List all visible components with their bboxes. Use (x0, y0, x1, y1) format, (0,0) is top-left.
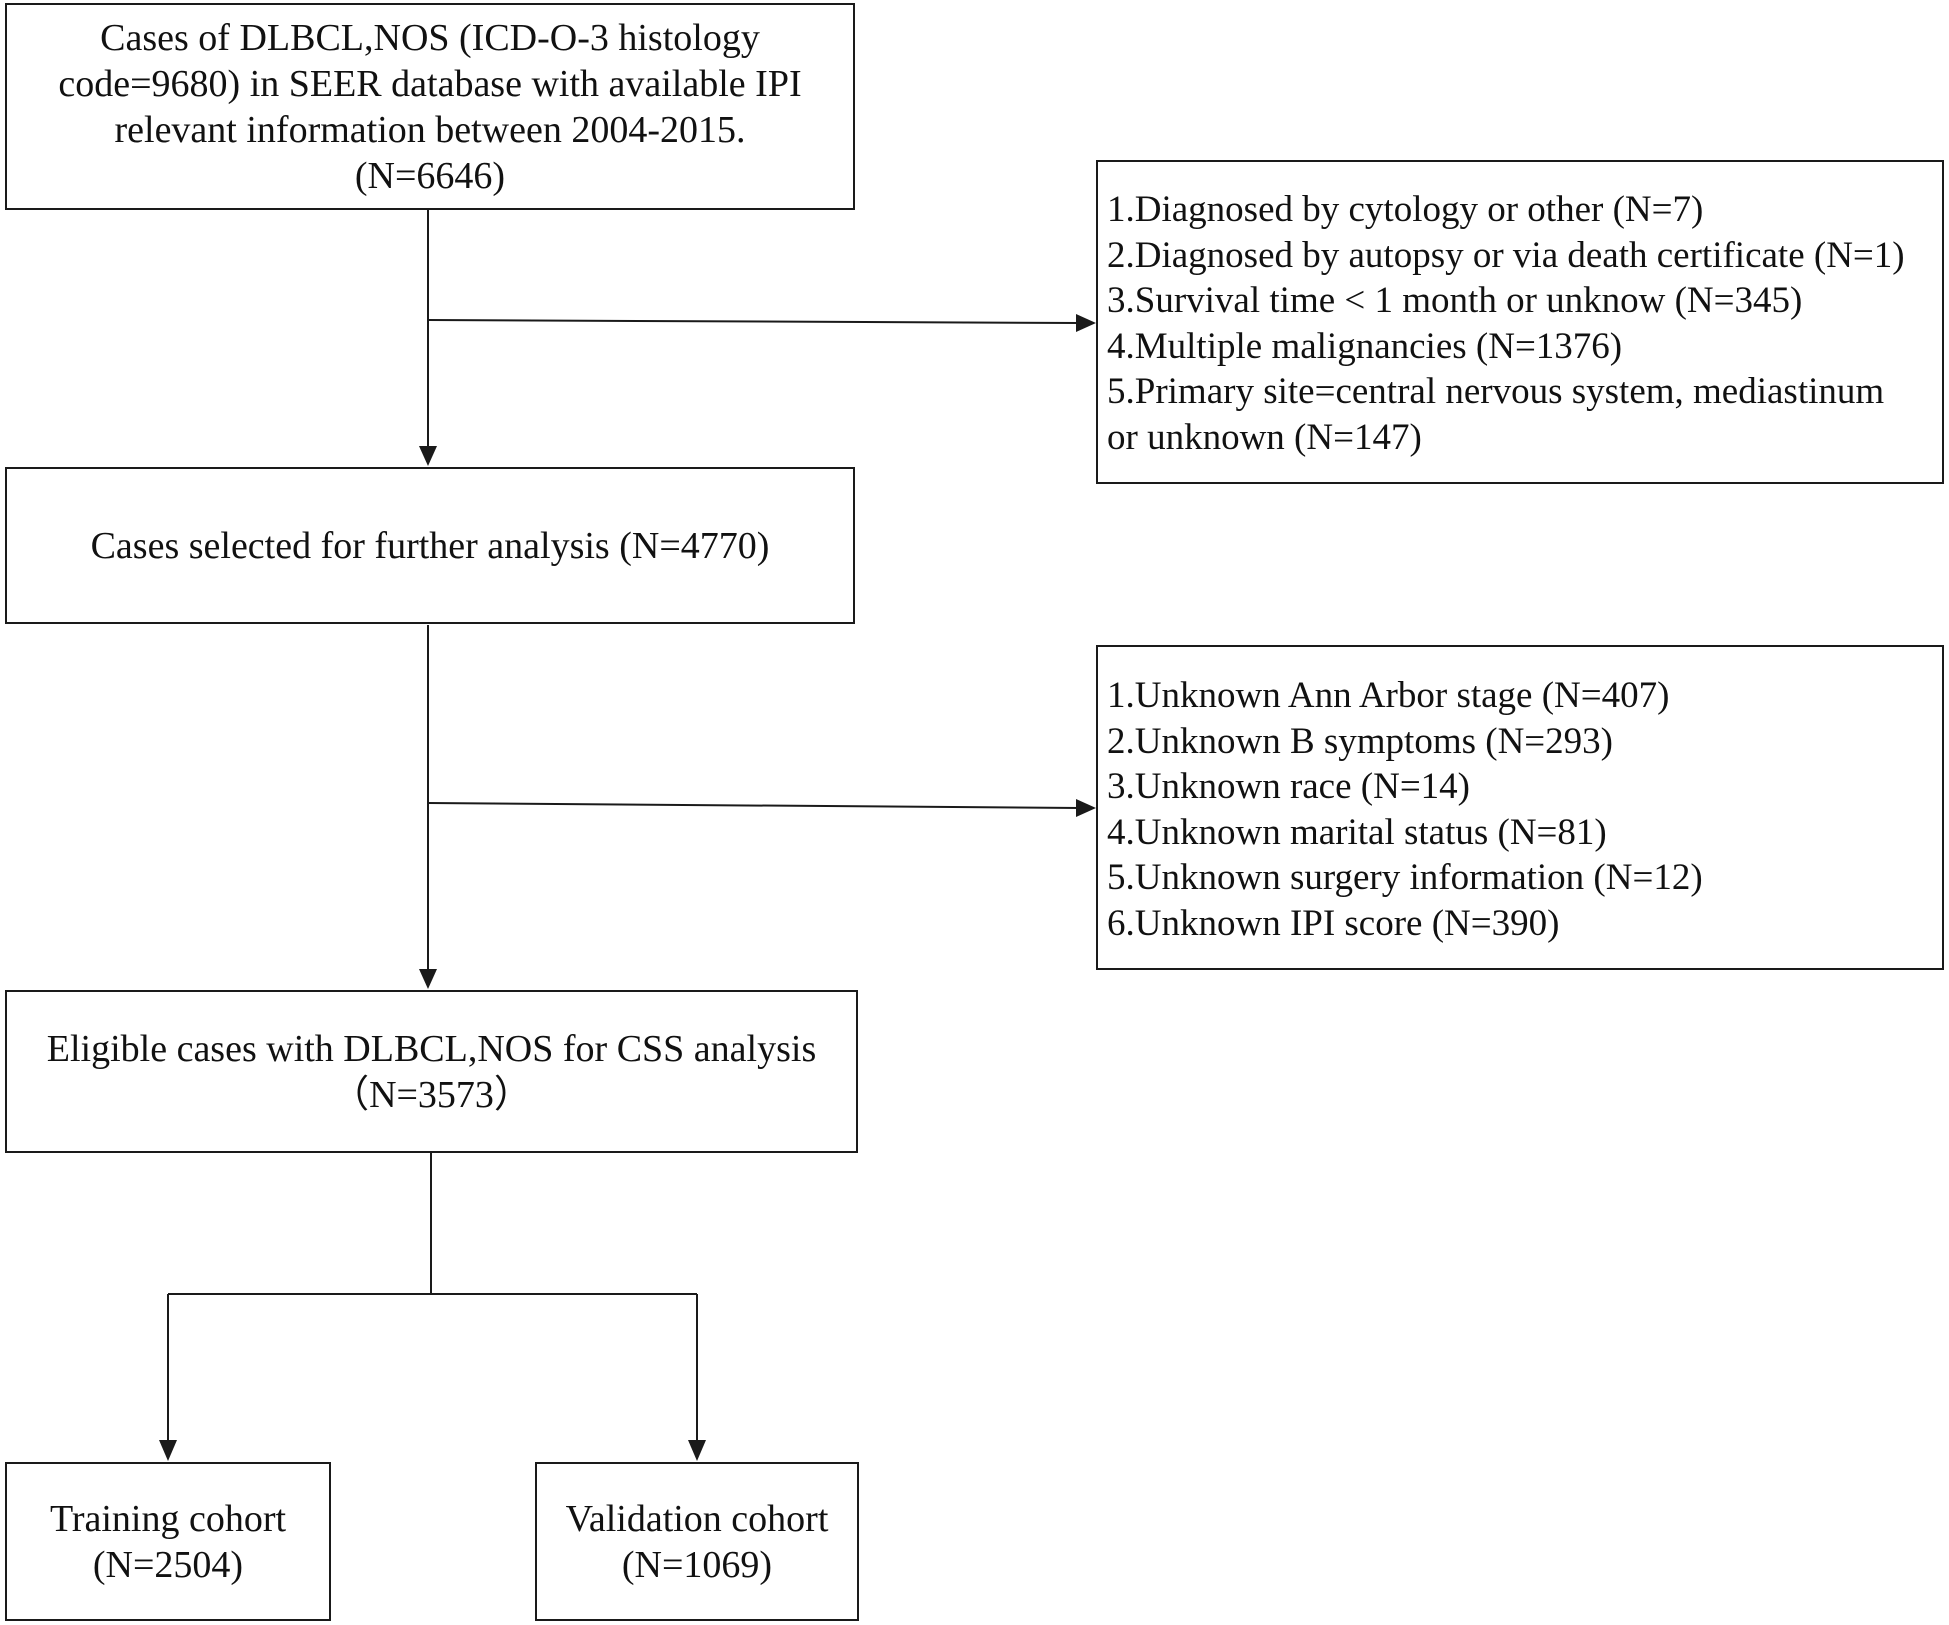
source-line-3: relevant information between 2004-2015. (114, 108, 746, 151)
arrowhead-validation (688, 1440, 706, 1461)
source-line-2: code=9680) in SEER database with availab… (58, 62, 802, 105)
arrowhead-exclusion-1 (1076, 314, 1096, 332)
eligible-line-2: （N=3573） (331, 1073, 532, 1116)
exclusion-1-item-2: 2.Diagnosed by autopsy or via death cert… (1107, 234, 1905, 276)
arrow-to-exclusion-2 (427, 802, 1081, 809)
exclusion-2-item-2: 2.Unknown B symptoms (N=293) (1107, 720, 1613, 762)
exclusion-2-item-3: 3.Unknown race (N=14) (1107, 766, 1471, 807)
arrow-to-exclusion-1 (427, 319, 1081, 324)
training-line-2: (N=2504) (92, 1543, 244, 1586)
eligible-cases-box: Eligible cases with DLBCL,NOS for CSS an… (5, 990, 858, 1153)
validation-line-1: Validation cohort (565, 1497, 829, 1540)
training-cohort-box: Training cohort (N=2504) (5, 1462, 331, 1621)
arrowhead-eligible (419, 969, 437, 989)
exclusion-1-item-1: 1.Diagnosed by cytology or other (N=7) (1107, 189, 1704, 230)
validation-line-2: (N=1069) (621, 1543, 773, 1586)
arrowhead-training (159, 1440, 177, 1461)
source-line-4: (N=6646) (354, 154, 506, 197)
exclusion-box-1: 1.Diagnosed by cytology or other (N=7) 2… (1096, 160, 1944, 484)
arrowhead-exclusion-2 (1076, 799, 1096, 817)
exclusion-box-2: 1.Unknown Ann Arbor stage (N=407) 2.Unkn… (1096, 645, 1944, 970)
arrowhead-selected (419, 446, 437, 466)
exclusion-2-item-5: 5.Unknown surgery information (N=12) (1107, 857, 1703, 898)
selected-line-1: Cases selected for further analysis (N=4… (90, 524, 770, 567)
exclusion-1-item-3: 3.Survival time < 1 month or unknow (N=3… (1107, 280, 1803, 321)
exclusion-2-item-4: 4.Unknown marital status (N=81) (1107, 811, 1607, 853)
eligible-line-1: Eligible cases with DLBCL,NOS for CSS an… (46, 1027, 817, 1070)
exclusion-2-item-1: 1.Unknown Ann Arbor stage (N=407) (1107, 675, 1670, 716)
exclusion-1-item-5: 5.Primary site=central nervous system, m… (1107, 371, 1885, 412)
training-line-1: Training cohort (49, 1497, 287, 1540)
source-line-1: Cases of DLBCL,NOS (ICD-O-3 histology (100, 16, 760, 59)
selected-cases-box: Cases selected for further analysis (N=4… (5, 467, 855, 624)
exclusion-2-item-6: 6.Unknown IPI score (N=390) (1107, 902, 1560, 944)
source-cases-box: Cases of DLBCL,NOS (ICD-O-3 histology co… (5, 3, 855, 210)
exclusion-1-item-5-continued: or unknown (N=147) (1107, 416, 1422, 458)
validation-cohort-box: Validation cohort (N=1069) (535, 1462, 859, 1621)
exclusion-1-item-4: 4.Multiple malignancies (N=1376) (1107, 325, 1623, 367)
